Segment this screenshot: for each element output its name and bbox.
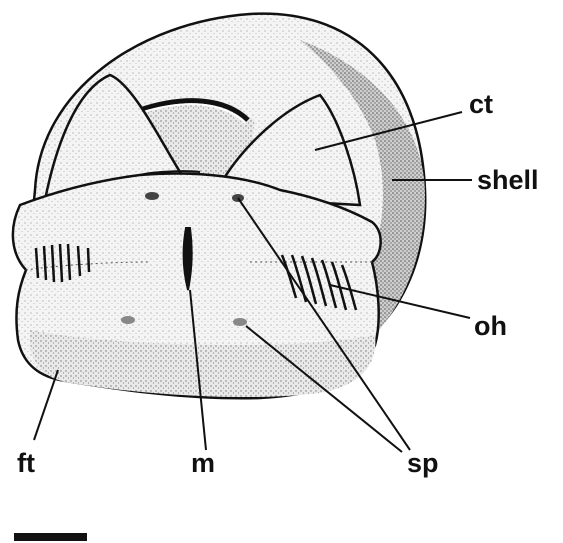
scale-bar: [14, 533, 87, 541]
label-oh: oh: [474, 311, 507, 341]
label-m: m: [191, 448, 215, 478]
ft-leader: [34, 370, 58, 440]
pit-upper-left: [145, 192, 159, 200]
label-ft: ft: [17, 448, 35, 478]
pit-lower-left: [121, 316, 135, 324]
pit-lower-right: [233, 318, 247, 326]
label-ct: ct: [469, 89, 493, 119]
label-sp: sp: [407, 448, 439, 478]
label-shell: shell: [477, 165, 539, 195]
